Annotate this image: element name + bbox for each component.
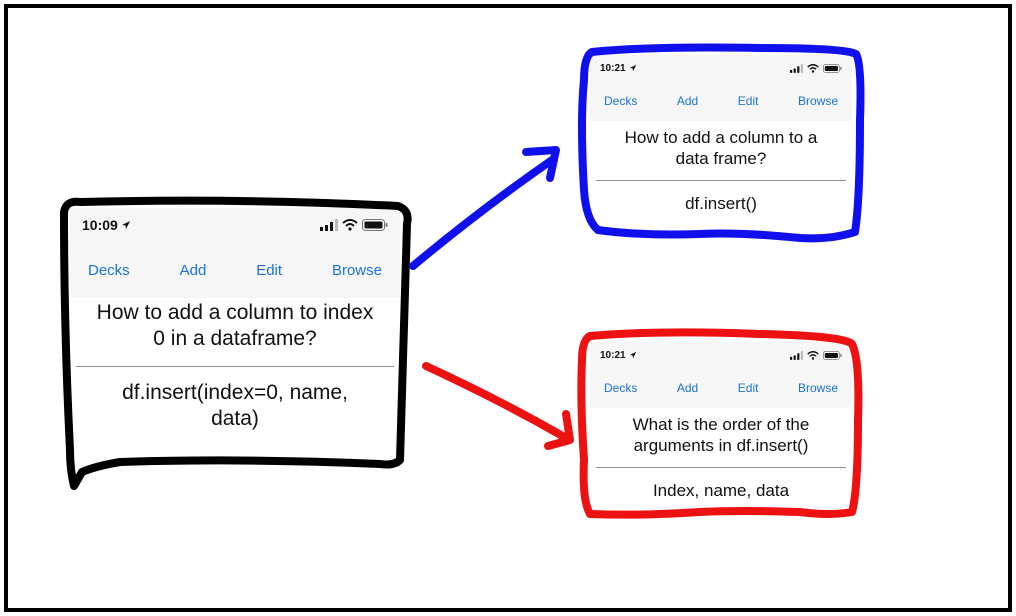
nav-bar: Decks Add Edit Browse: [70, 242, 400, 298]
card-answer: Index, name, data: [652, 481, 790, 500]
nav-add[interactable]: Add: [179, 261, 207, 279]
question-line-2: arguments in df.insert(): [633, 436, 809, 456]
flashcard-blue: 10:21 Decks Add Edit Browse How to add a…: [590, 55, 852, 233]
nav-edit[interactable]: Edit: [256, 261, 283, 279]
status-bar: 10:09: [70, 208, 400, 242]
location-arrow-icon: [121, 221, 130, 229]
signal-icon: [790, 63, 803, 73]
card-answer: df.insert(): [685, 194, 757, 213]
divider: [76, 366, 394, 367]
nav-decks[interactable]: Decks: [88, 261, 130, 279]
status-bar: 10:21: [590, 342, 852, 368]
battery-icon: [823, 350, 842, 360]
nav-bar: Decks Add Edit Browse: [590, 368, 852, 408]
outer-frame: [4, 4, 1012, 612]
wifi-icon: [807, 63, 819, 73]
card-question: How to add a column to index 0 in a data…: [70, 300, 400, 353]
status-time-wrap: 10:09: [82, 217, 131, 233]
wifi-icon: [342, 219, 358, 231]
nav-decks[interactable]: Decks: [604, 381, 638, 395]
signal-icon: [320, 219, 338, 231]
question-line-2: 0 in a dataframe?: [153, 327, 317, 351]
nav-add[interactable]: Add: [676, 381, 699, 395]
nav-decks[interactable]: Decks: [604, 94, 638, 108]
nav-browse[interactable]: Browse: [797, 381, 838, 395]
location-arrow-icon: [629, 64, 636, 72]
question-line-1: How to add a column to index: [96, 301, 374, 324]
status-time-wrap: 10:21: [600, 350, 637, 361]
flashcard-original: 10:09 Decks Add Edit Browse How to add a…: [70, 208, 400, 470]
nav-browse[interactable]: Browse: [797, 94, 838, 108]
status-icons: [790, 63, 842, 73]
card-question: What is the order of the arguments in df…: [590, 414, 852, 457]
nav-add[interactable]: Add: [676, 94, 699, 108]
divider: [596, 467, 846, 468]
status-bar: 10:21: [590, 55, 852, 81]
nav-bar: Decks Add Edit Browse: [590, 81, 852, 121]
nav-browse[interactable]: Browse: [331, 261, 382, 279]
status-time: 10:21: [600, 62, 626, 74]
nav-edit[interactable]: Edit: [737, 381, 759, 395]
answer-line-2: data): [211, 407, 259, 431]
location-arrow-icon: [629, 351, 636, 359]
flashcard-red: 10:21 Decks Add Edit Browse What is the …: [590, 342, 852, 512]
status-icons: [320, 219, 388, 231]
status-time: 10:09: [82, 217, 118, 233]
answer-line-1: df.insert(index=0, name,: [122, 381, 348, 404]
question-line-1: How to add a column to a: [624, 128, 818, 147]
battery-icon: [362, 219, 388, 231]
status-icons: [790, 350, 842, 360]
card-answer: df.insert(index=0, name, data): [70, 380, 400, 433]
status-time-wrap: 10:21: [600, 63, 637, 74]
card-question: How to add a column to a data frame?: [590, 127, 852, 170]
wifi-icon: [807, 350, 819, 360]
battery-icon: [823, 63, 842, 73]
nav-edit[interactable]: Edit: [737, 94, 759, 108]
question-line-1: What is the order of the: [632, 415, 810, 434]
question-line-2: data frame?: [675, 149, 767, 169]
signal-icon: [790, 350, 803, 360]
divider: [596, 180, 846, 181]
status-time: 10:21: [600, 349, 626, 361]
